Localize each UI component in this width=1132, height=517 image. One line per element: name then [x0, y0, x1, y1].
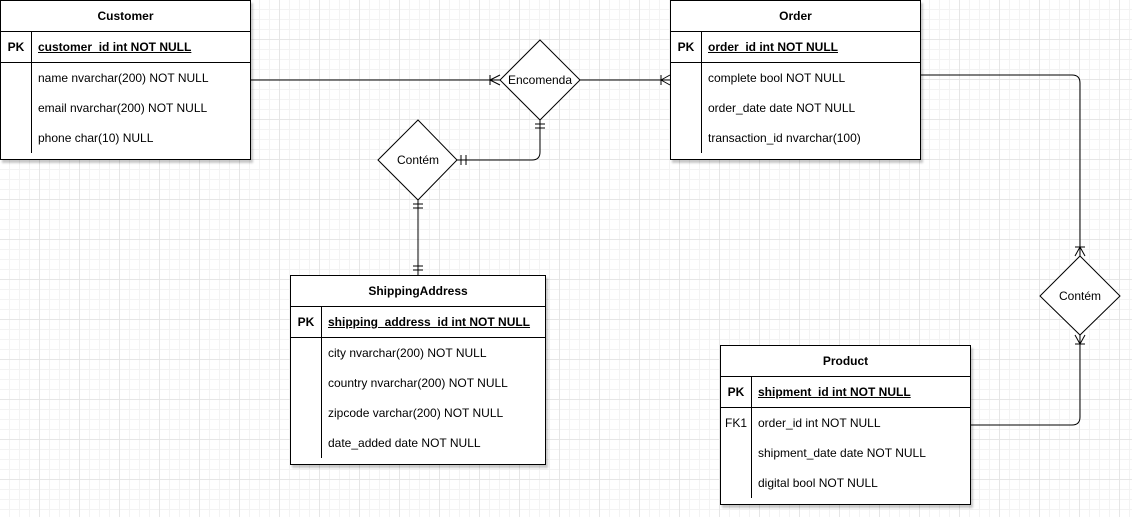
attribute-field: order_id int NOT NULL — [758, 416, 881, 430]
pk-row[interactable]: PK customer_id int NOT NULL — [1, 32, 250, 63]
entity-title: ShippingAddress — [291, 276, 545, 307]
attribute-field: transaction_id nvarchar(100) — [708, 131, 861, 145]
attribute-row[interactable]: digital bool NOT NULL — [721, 468, 970, 498]
attribute-row[interactable]: FK1 order_id int NOT NULL — [721, 408, 970, 438]
relationship-encomenda-diamond[interactable] — [499, 39, 581, 121]
key-cell — [721, 438, 752, 468]
attribute-row[interactable]: transaction_id nvarchar(100) — [702, 123, 920, 153]
pk-key-label: PK — [671, 32, 702, 62]
pk-key-label: PK — [1, 32, 32, 62]
relationship-contem-product-diamond[interactable] — [1039, 255, 1121, 336]
pk-row[interactable]: PK shipping_address_id int NOT NULL — [291, 307, 545, 338]
pk-field: shipping_address_id int NOT NULL — [328, 315, 531, 329]
attribute-field: zipcode varchar(200) NOT NULL — [328, 406, 504, 420]
attribute-row[interactable]: order_date date NOT NULL — [702, 93, 920, 123]
attribute-row[interactable]: shipment_date date NOT NULL — [721, 438, 970, 468]
pk-key-label: PK — [291, 307, 322, 337]
attribute-row[interactable]: email nvarchar(200) NOT NULL — [32, 93, 250, 123]
connector-encomenda-contem[interactable] — [457, 120, 545, 165]
attribute-field: date_added date NOT NULL — [328, 436, 481, 450]
attribute-row[interactable]: zipcode varchar(200) NOT NULL — [322, 398, 545, 428]
pk-key-label: PK — [721, 377, 752, 407]
attribute-row[interactable]: date_added date NOT NULL — [322, 428, 545, 458]
attribute-field: city nvarchar(200) NOT NULL — [328, 346, 487, 360]
attribute-field: country nvarchar(200) NOT NULL — [328, 376, 508, 390]
attribute-row[interactable]: name nvarchar(200) NOT NULL — [32, 63, 250, 93]
entity-title: Order — [671, 1, 920, 32]
connector-contem-shippingaddress[interactable] — [413, 200, 423, 275]
pk-field: shipment_id int NOT NULL — [758, 385, 911, 399]
pk-row[interactable]: PK shipment_id int NOT NULL — [721, 377, 970, 408]
attribute-field: order_date date NOT NULL — [708, 101, 856, 115]
attribute-field: complete bool NOT NULL — [708, 71, 846, 85]
relationship-contem-product-label: Contém — [1058, 289, 1102, 303]
attribute-row[interactable]: complete bool NOT NULL — [702, 63, 920, 93]
attribute-field: digital bool NOT NULL — [758, 476, 878, 490]
relationship-contem-address-diamond[interactable] — [377, 119, 458, 201]
fk-key-label: FK1 — [721, 408, 752, 438]
key-cell — [721, 468, 752, 498]
attribute-field: email nvarchar(200) NOT NULL — [38, 101, 208, 115]
entity-product[interactable]: Product PK shipment_id int NOT NULL FK1 … — [720, 345, 971, 505]
attribute-field: phone char(10) NULL — [38, 131, 154, 145]
entity-title: Product — [721, 346, 970, 377]
pk-field: order_id int NOT NULL — [708, 40, 838, 54]
attribute-field: shipment_date date NOT NULL — [758, 446, 926, 460]
connector-customer-encomenda[interactable] — [250, 74, 501, 86]
entity-customer[interactable]: Customer PK customer_id int NOT NULL nam… — [0, 0, 251, 160]
connector-order-contem[interactable] — [920, 74, 1086, 257]
attribute-row[interactable]: city nvarchar(200) NOT NULL — [322, 338, 545, 368]
entity-order[interactable]: Order PK order_id int NOT NULL complete … — [670, 0, 921, 160]
attribute-row[interactable]: phone char(10) NULL — [32, 123, 250, 153]
attribute-row[interactable]: country nvarchar(200) NOT NULL — [322, 368, 545, 398]
entity-title: Customer — [1, 1, 250, 32]
relationship-contem-address-label: Contém — [396, 153, 440, 167]
pk-field: customer_id int NOT NULL — [38, 40, 192, 54]
connector-encomenda-order[interactable] — [580, 74, 671, 86]
entity-shippingaddress[interactable]: ShippingAddress PK shipping_address_id i… — [290, 275, 546, 465]
attribute-field: name nvarchar(200) NOT NULL — [38, 71, 209, 85]
connector-contem-product[interactable] — [970, 334, 1086, 426]
pk-row[interactable]: PK order_id int NOT NULL — [671, 32, 920, 63]
relationship-encomenda-label: Encomenda — [507, 73, 573, 87]
